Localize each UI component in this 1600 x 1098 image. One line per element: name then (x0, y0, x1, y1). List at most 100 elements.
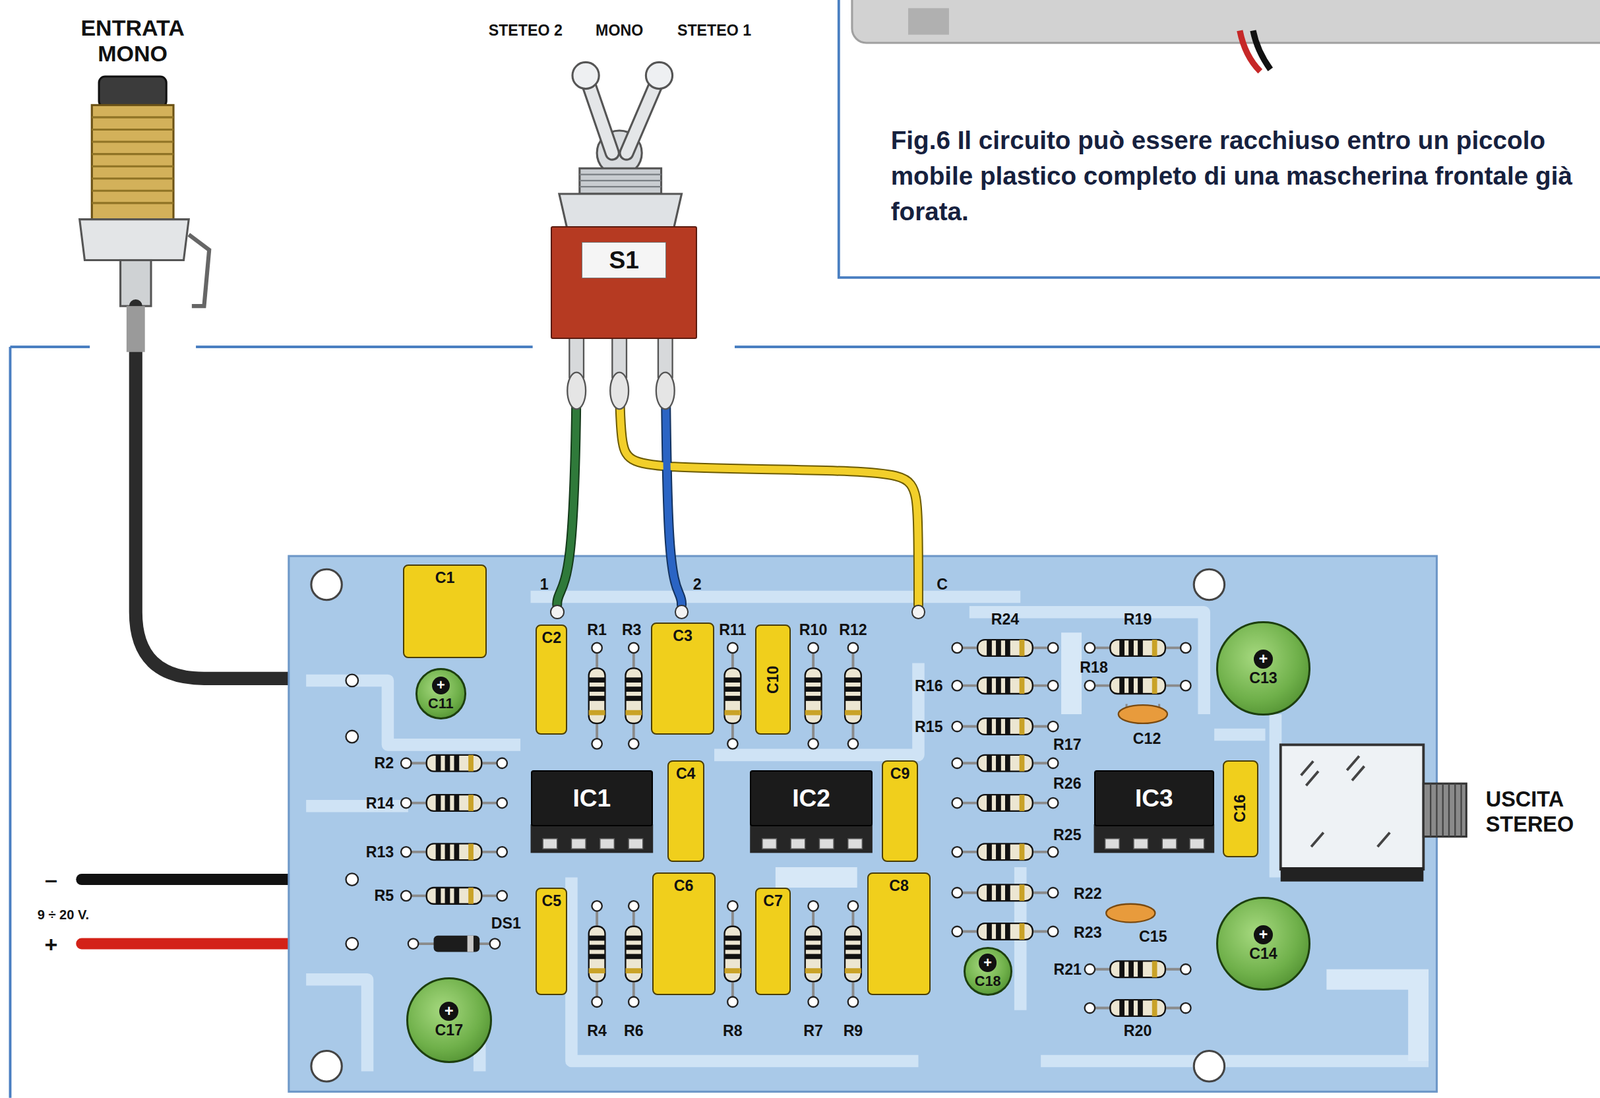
part-label: R21 (1053, 960, 1082, 979)
ic-pins (1105, 838, 1120, 849)
part-label: C8 (889, 877, 909, 895)
output-jack (1430, 783, 1461, 837)
part-label: R13 (366, 843, 395, 862)
frame-line (9, 0, 1600, 1098)
circuit-board (288, 555, 1438, 1092)
part-label: R3 (621, 620, 642, 639)
supply-voltage: 9 ÷ 20 V. (37, 907, 90, 923)
switch-lug (610, 372, 629, 410)
part-label: R11 (718, 620, 746, 639)
switch-lug (567, 337, 675, 410)
ic-pins (749, 824, 873, 853)
resistor-symbol (1084, 999, 1192, 1017)
part-label: R15 (914, 717, 944, 736)
circuit-board (1193, 1051, 1225, 1082)
electrolytic-capacitor: +C11 (415, 668, 467, 719)
resistor-symbol (400, 639, 1192, 1017)
integrated-circuit: IC1 (530, 770, 654, 827)
toggle-switch: S1 (550, 226, 697, 339)
resistor-symbol (400, 794, 508, 812)
resistor-symbol (952, 677, 1059, 694)
ic-pins (600, 838, 615, 849)
switch-lever (626, 81, 657, 154)
input-jack (79, 219, 190, 261)
switch-lever (579, 168, 662, 194)
caption-photo (908, 7, 950, 35)
polyester-capacitor: C1 (402, 564, 487, 659)
part-label: R4 (586, 1021, 607, 1040)
part-label: C1 (435, 569, 456, 587)
ic-pins (1133, 838, 1149, 849)
electrolytic-capacitor: +C17 (406, 977, 493, 1064)
part-label: IC3 (1135, 784, 1174, 812)
part-label: IC1 (572, 784, 611, 812)
resistor-symbol (1084, 960, 1192, 978)
output-jack (1280, 744, 1467, 882)
part-label: R19 (1123, 610, 1153, 629)
ic-pins (1189, 838, 1205, 849)
board-pad (345, 674, 359, 688)
part-label: R7 (803, 1021, 824, 1040)
polyester-capacitor: C6 (652, 872, 716, 996)
polarity-mark: + (439, 1001, 459, 1021)
electrolytic-capacitor: +C13 (1216, 621, 1310, 715)
ic-pins (819, 838, 834, 849)
part-label: C11 (428, 695, 454, 712)
part-label: R20 (1123, 1021, 1153, 1040)
caption-photo (1253, 30, 1271, 70)
output-jack (1423, 783, 1467, 837)
part-label: C12 (1133, 730, 1162, 748)
resistor-symbol (1084, 677, 1192, 694)
pad-label: 1 (540, 576, 549, 594)
circuit-board (306, 596, 1429, 1072)
polarity-sign: – (44, 866, 58, 893)
output-jack (1301, 755, 1391, 847)
ic-pins (790, 838, 806, 849)
resistor-symbol (400, 843, 508, 861)
connector-title: ENTRATA MONO (61, 15, 205, 67)
caption-photo (852, 0, 1600, 72)
part-label: R5 (374, 887, 395, 905)
pad-label: 2 (693, 576, 702, 594)
resistor-symbol (588, 643, 606, 750)
ic-pins (628, 838, 644, 849)
ic-pins (1094, 824, 1215, 853)
polyester-capacitor: C9 (881, 760, 919, 863)
resistor-symbol (952, 639, 1059, 657)
part-label: DS1 (491, 914, 522, 933)
part-label: C17 (434, 1022, 463, 1040)
input-jack (120, 260, 152, 307)
caption-photo (852, 0, 1600, 43)
diode-symbol (467, 935, 474, 953)
polyester-capacitor: C2 (535, 624, 568, 735)
circuit-board (311, 1051, 342, 1082)
electrolytic-capacitor: +C18 (963, 947, 1013, 996)
polyester-capacitor: C5 (535, 887, 568, 995)
resistor-symbol (952, 884, 1059, 901)
part-label: R26 (1053, 774, 1082, 793)
input-jack (98, 76, 167, 107)
switch-position: MONO (595, 21, 644, 40)
ceramic-capacitor (1118, 705, 1168, 724)
part-label: R8 (722, 1021, 743, 1040)
integrated-circuit: IC3 (1094, 770, 1215, 827)
part-label: R14 (366, 794, 395, 812)
switch-lever (626, 81, 657, 154)
polarity-mark: + (1253, 925, 1273, 945)
output-jack (1280, 867, 1424, 882)
part-label: R25 (1053, 825, 1082, 844)
polarity-sign: + (44, 931, 58, 958)
part-label: C13 (1249, 670, 1278, 688)
input-jack (126, 306, 146, 353)
polarity-mark: + (431, 676, 450, 695)
connector-title: USCITA STEREO (1485, 787, 1589, 837)
diode-symbol (408, 938, 419, 949)
output-jack (1280, 744, 1424, 870)
part-label: R17 (1053, 736, 1082, 754)
part-label: C4 (676, 765, 696, 783)
switch-lever (645, 61, 673, 89)
circuit-board (288, 555, 1438, 1092)
part-label: R22 (1073, 885, 1103, 903)
resistor-symbol (952, 755, 1059, 772)
